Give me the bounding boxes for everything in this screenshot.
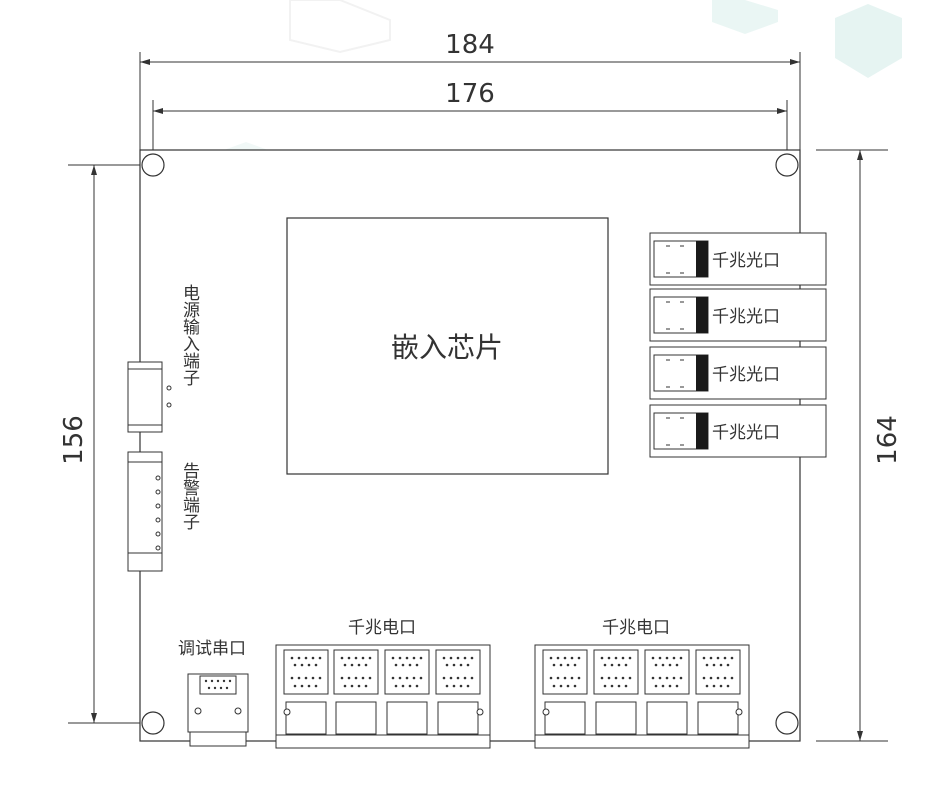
optical-port-label: 千兆光口 [712,365,780,385]
alarm-terminal-label: 告警端子 [179,462,199,530]
rj45-port [593,649,639,735]
optical-port: 千兆光口 [649,232,827,286]
power-terminal-label: 电源输入端子 [179,284,199,386]
dimension-hole-height: 156 [59,415,89,465]
mounting-holes [141,153,799,735]
dimension-outer-height: 164 [873,415,903,465]
rj45-port [435,649,481,735]
debug-serial-port-label: 调试串口 [178,639,246,659]
rj45-port [695,649,741,735]
alarm-terminal [127,451,163,572]
rj45-port [333,649,379,735]
optical-port: 千兆光口 [649,288,827,342]
rj45-port [644,649,690,735]
optical-port-label: 千兆光口 [712,423,780,443]
rj45-port [283,649,329,735]
mounting-hole [775,711,799,735]
rj45-port [542,649,588,735]
optical-ports: 千兆光口 千兆光口 千兆光口 千兆光口 [649,232,827,458]
embedded-chip-label: 嵌入芯片 [391,331,503,364]
ethernet-group-left [275,644,491,749]
power-terminal [127,361,172,433]
optical-port: 千兆光口 [649,404,827,458]
ethernet-group-right [534,644,750,749]
mounting-hole [141,153,165,177]
rj45-port [384,649,430,735]
embedded-chip [286,217,609,475]
ethernet-group-right-label: 千兆电口 [602,618,670,638]
debug-serial-port [187,673,249,747]
optical-port: 千兆光口 [649,346,827,400]
optical-port-label: 千兆光口 [712,307,780,327]
optical-port-label: 千兆光口 [712,251,780,271]
dimension-lines [68,52,888,742]
dimension-arrows [91,59,863,741]
mounting-hole [141,711,165,735]
dimension-hole-width: 176 [445,79,495,109]
dimension-outer-width: 184 [445,30,495,60]
ethernet-group-left-label: 千兆电口 [348,618,416,638]
mounting-hole [775,153,799,177]
